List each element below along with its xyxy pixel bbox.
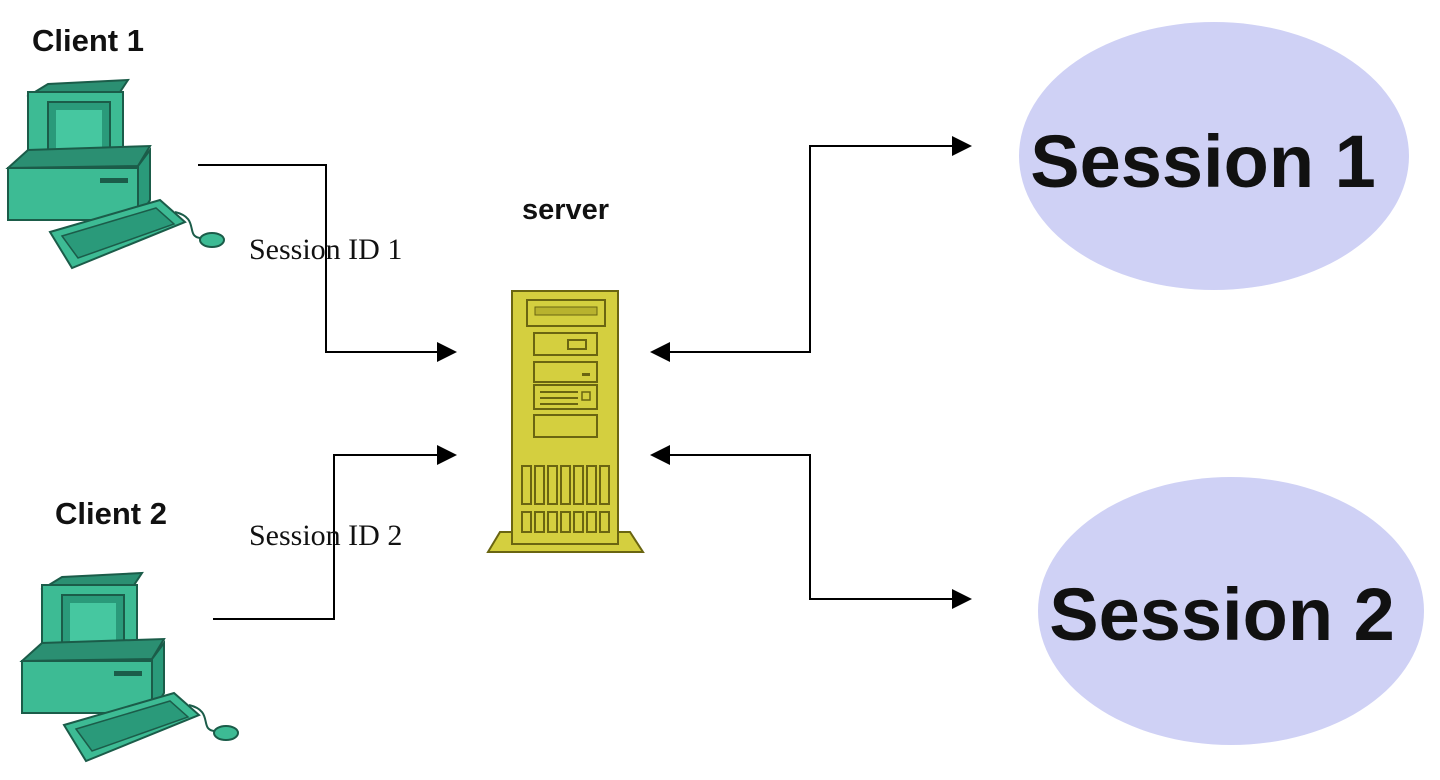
connector-client-2-to-server	[213, 445, 457, 620]
server-label: server	[522, 194, 609, 226]
session-id-2-label: Session ID 2	[249, 519, 402, 552]
connector-client-1-to-server	[198, 164, 457, 362]
server-tower-icon	[486, 290, 645, 553]
client-1-label: Client 1	[32, 23, 144, 58]
client-2-label: Client 2	[55, 496, 167, 531]
session-id-1-label: Session ID 1	[249, 233, 402, 266]
session-1-label: Session 1	[1030, 120, 1376, 203]
session-2-node: Session 2	[1038, 477, 1424, 745]
session-1-node: Session 1	[1019, 22, 1409, 290]
desktop-computer-icon	[19, 571, 239, 763]
connector-server-session-2	[650, 445, 972, 609]
session-2-label: Session 2	[1049, 573, 1395, 656]
connector-server-session-1	[650, 136, 972, 362]
desktop-computer-icon	[5, 78, 225, 270]
